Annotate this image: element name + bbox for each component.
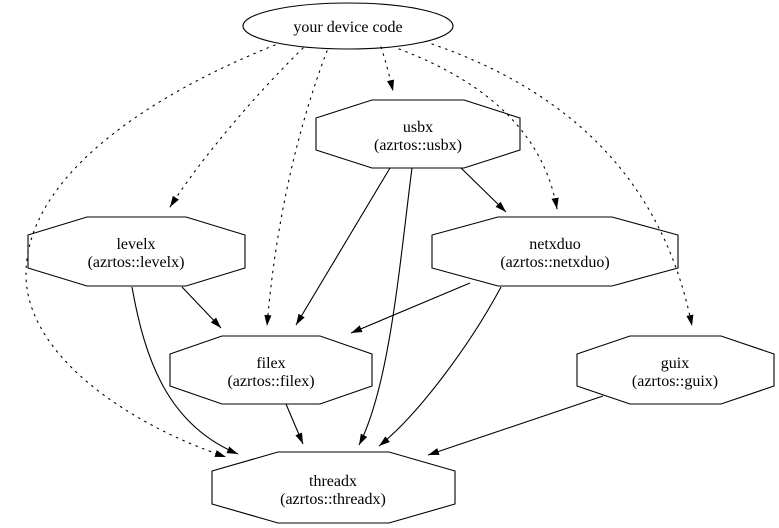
node-levelx-sublabel: (azrtos::levelx) bbox=[88, 254, 185, 271]
device-ellipse bbox=[242, 2, 454, 50]
edge-device-netxduo bbox=[398, 48, 559, 210]
threadx-octagon bbox=[211, 451, 456, 524]
edge-netxduo-threadx bbox=[378, 286, 502, 447]
edge-group bbox=[25, 43, 694, 458]
node-guix: guix (azrtos::guix) bbox=[576, 335, 775, 405]
edge-device-usbx bbox=[380, 46, 395, 92]
node-threadx: threadx (azrtos::threadx) bbox=[211, 451, 456, 524]
node-filex: filex (azrtos::filex) bbox=[169, 335, 373, 405]
edge-device-guix bbox=[431, 43, 694, 327]
node-filex-sublabel: (azrtos::filex) bbox=[227, 373, 314, 390]
node-guix-sublabel: (azrtos::guix) bbox=[632, 373, 718, 390]
edge-device-levelx bbox=[169, 47, 304, 208]
node-usbx: usbx (azrtos::usbx) bbox=[315, 99, 521, 169]
netxduo-octagon bbox=[431, 216, 679, 287]
node-netxduo-label: netxduo bbox=[529, 236, 581, 253]
node-threadx-sublabel: (azrtos::threadx) bbox=[280, 491, 386, 508]
edge-usbx-filex bbox=[295, 167, 391, 326]
edge-device-filex bbox=[264, 50, 328, 327]
guix-octagon bbox=[576, 335, 775, 405]
edge-guix-threadx bbox=[427, 395, 604, 456]
node-guix-label: guix bbox=[661, 355, 689, 372]
edge-device-threadx bbox=[25, 44, 276, 458]
node-netxduo-sublabel: (azrtos::netxduo) bbox=[500, 254, 609, 271]
edge-levelx-threadx bbox=[131, 286, 239, 455]
node-filex-label: filex bbox=[256, 355, 285, 372]
edge-usbx-netxduo bbox=[460, 167, 507, 213]
node-device-label: your device code bbox=[293, 19, 402, 36]
edge-filex-threadx bbox=[285, 403, 304, 445]
node-usbx-label: usbx bbox=[403, 119, 433, 136]
node-usbx-sublabel: (azrtos::usbx) bbox=[374, 137, 462, 154]
usbx-octagon bbox=[315, 99, 521, 169]
edge-usbx-threadx bbox=[358, 167, 413, 446]
levelx-octagon bbox=[27, 216, 246, 287]
node-netxduo: netxduo (azrtos::netxduo) bbox=[431, 216, 679, 287]
node-levelx-label: levelx bbox=[116, 236, 155, 253]
filex-octagon bbox=[169, 335, 373, 405]
edge-netxduo-filex bbox=[350, 282, 471, 334]
node-threadx-label: threadx bbox=[309, 473, 357, 490]
edge-levelx-filex bbox=[181, 286, 222, 329]
node-device: your device code bbox=[242, 2, 454, 50]
node-levelx: levelx (azrtos::levelx) bbox=[27, 216, 246, 287]
